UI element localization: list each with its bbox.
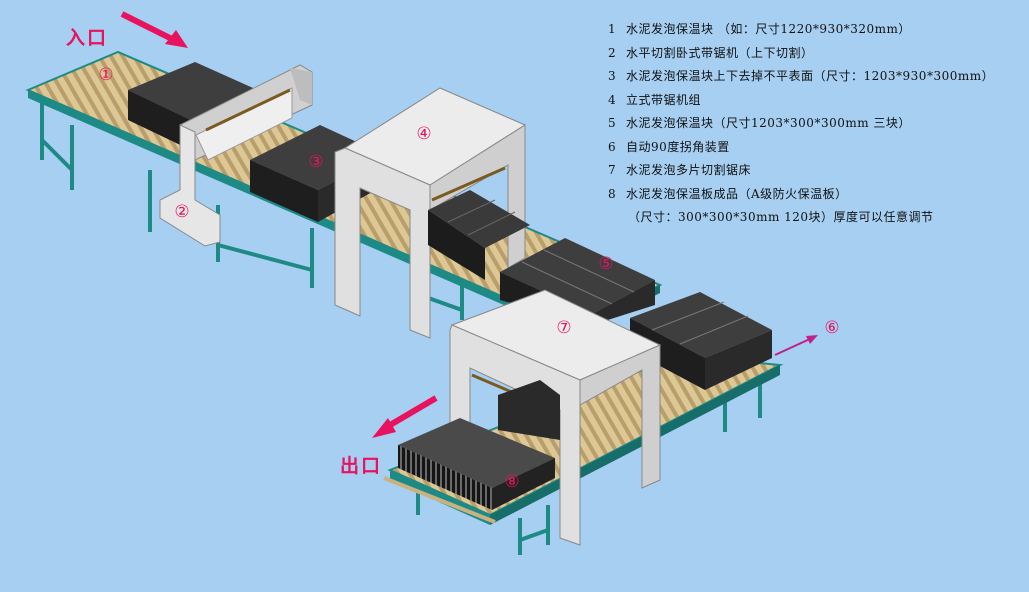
marker-6: ⑥ — [824, 318, 839, 338]
horizontal-band-saw — [159, 64, 313, 247]
marker-4: ④ — [416, 124, 431, 144]
exit-arrow — [372, 395, 438, 438]
entrance-label: 入口 — [66, 27, 108, 49]
finished-board-stack — [383, 418, 555, 524]
exit-label: 出口 — [340, 454, 382, 477]
marker-3: ③ — [308, 152, 323, 172]
marker-8: ⑧ — [504, 472, 519, 492]
entrance-arrow — [120, 11, 188, 48]
legend-note: （尺寸：300*300*30mm 120块）厚度可以任意调节 — [628, 210, 934, 224]
marker-1: ① — [98, 65, 113, 85]
marker-2: ② — [174, 202, 189, 222]
marker-5: ⑤ — [598, 254, 613, 274]
blocks-at-turning — [630, 292, 772, 390]
turning-direction-arrow — [774, 335, 818, 356]
multi-blade-saw — [449, 289, 662, 546]
vertical-band-saw-group — [334, 87, 530, 339]
marker-7: ⑦ — [556, 318, 571, 338]
